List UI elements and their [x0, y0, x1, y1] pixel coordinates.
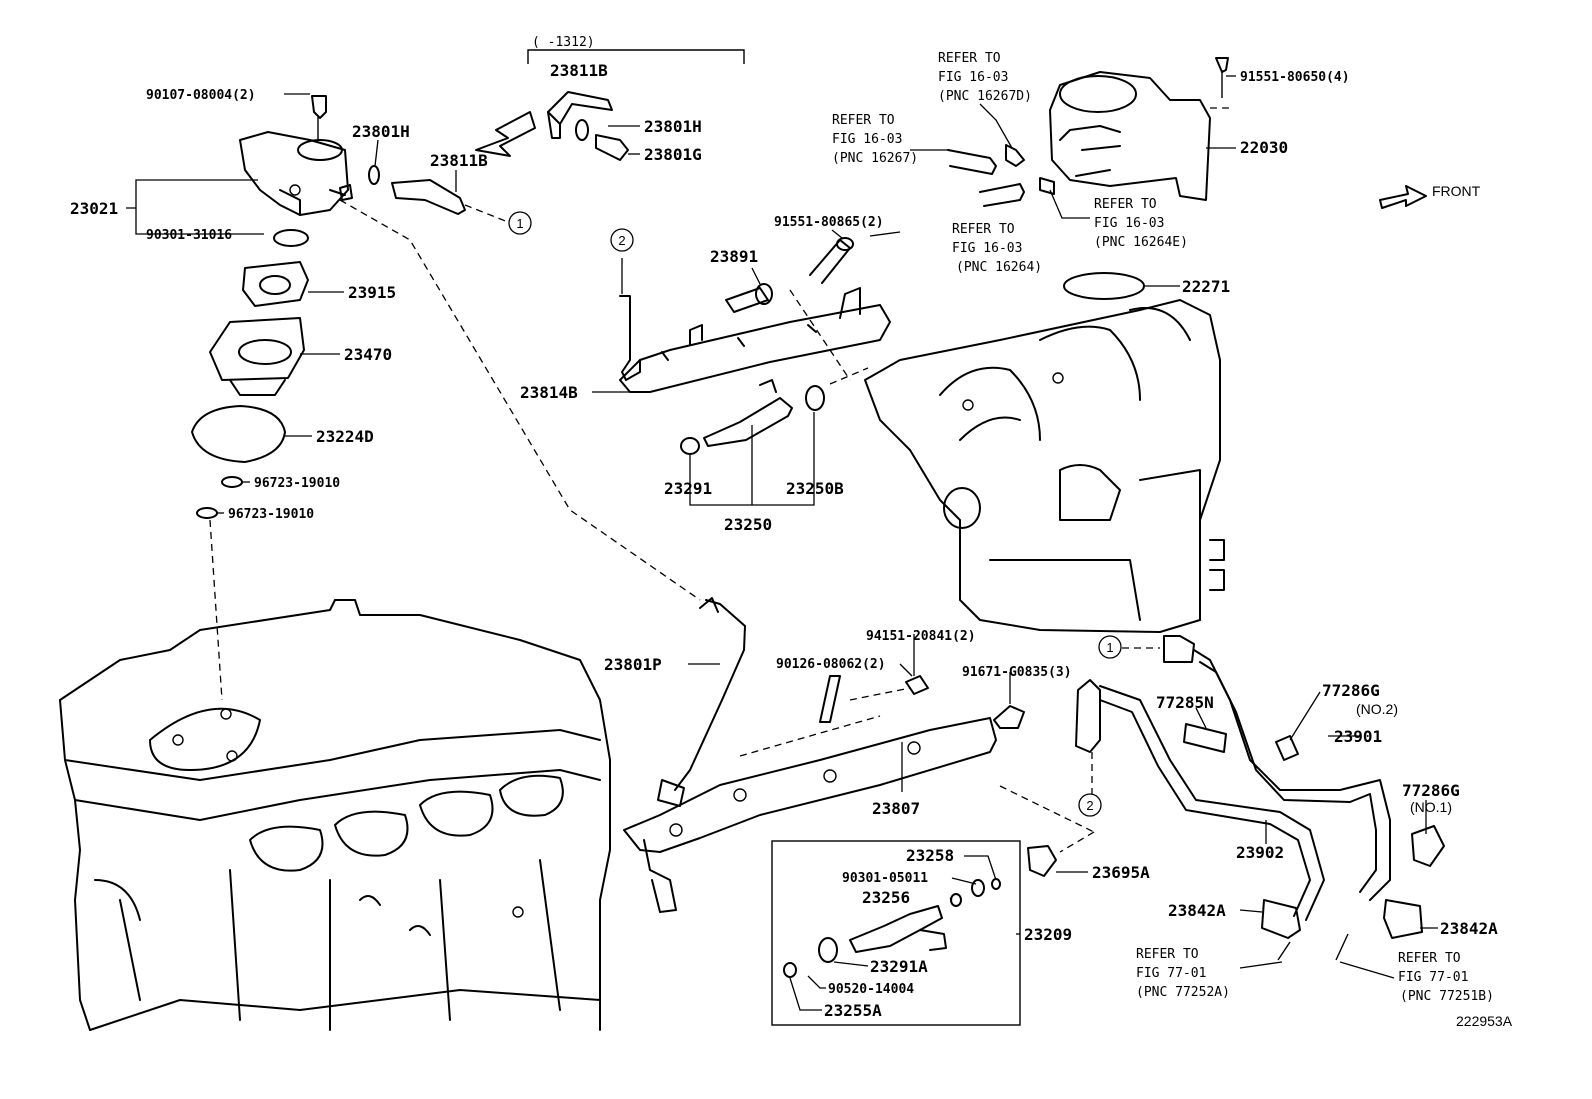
part-label-23814b: 23814B	[520, 383, 578, 402]
svg-text:REFER TO: REFER TO	[1398, 951, 1461, 966]
part-label-90126-08062: 90126-08062(2)	[776, 657, 886, 672]
callout-1-number: 1	[516, 216, 523, 231]
callout-1b-number: 1	[1106, 640, 1113, 655]
part-label-22271: 22271	[1182, 277, 1230, 296]
part-label-23021: 23021	[70, 199, 118, 218]
part-label-23209: 23209	[1024, 925, 1072, 944]
pump-assembly-drawing	[191, 95, 353, 519]
svg-text:(PNC 77252A): (PNC 77252A)	[1136, 985, 1230, 1000]
part-label-77286g-no2-sub: (NO.2)	[1356, 701, 1398, 717]
front-arrow-icon	[1379, 185, 1427, 209]
svg-text:REFER TO: REFER TO	[1094, 197, 1157, 212]
svg-text:FIG 16-03: FIG 16-03	[952, 241, 1022, 256]
ref-16267d: REFER TO FIG 16-03 (PNC 16267D)	[938, 51, 1032, 104]
fuel-hoses-drawing	[1027, 635, 1445, 961]
date-range-label: ( -1312)	[532, 35, 595, 50]
part-label-91551-80650: 91551-80650(4)	[1240, 70, 1350, 85]
engine-block-drawing	[59, 599, 611, 1031]
callout-2b-marker	[1078, 793, 1102, 817]
part-label-23250b: 23250B	[786, 479, 844, 498]
ref-16264: REFER TO FIG 16-03 (PNC 16264)	[952, 222, 1042, 275]
svg-text:REFER TO: REFER TO	[832, 113, 895, 128]
svg-text:REFER TO: REFER TO	[938, 51, 1001, 66]
ref-16267: REFER TO FIG 16-03 (PNC 16267)	[832, 113, 918, 166]
injector-kit-box	[771, 840, 1021, 1026]
ref-16264e: REFER TO FIG 16-03 (PNC 16264E)	[1094, 197, 1188, 250]
callout-2-number: 2	[618, 233, 625, 248]
svg-text:(PNC 16264E): (PNC 16264E)	[1094, 235, 1188, 250]
part-label-23901: 23901	[1334, 727, 1382, 746]
part-label-23842a-right: 23842A	[1440, 919, 1498, 938]
part-label-91551-80865: 91551-80865(2)	[774, 215, 884, 230]
hose-group-drawing	[368, 91, 629, 223]
part-label-23255a: 23255A	[824, 1001, 882, 1020]
svg-text:(PNC 16264): (PNC 16264)	[956, 260, 1042, 275]
part-label-77286g-no1-sub: (NO.1)	[1410, 799, 1452, 815]
part-label-23801p: 23801P	[604, 655, 662, 674]
part-label-23801g: 23801G	[644, 145, 702, 164]
part-label-23915: 23915	[348, 283, 396, 302]
front-label: FRONT	[1432, 183, 1481, 199]
part-label-77285n: 77285N	[1156, 693, 1214, 712]
part-label-91671-g0835: 91671-G0835(3)	[962, 665, 1072, 680]
leader-lines	[126, 75, 1438, 1011]
callout-2-marker	[610, 228, 634, 252]
diagram-id: 222953A	[1456, 1013, 1513, 1029]
part-label-23842a-left: 23842A	[1168, 901, 1226, 920]
svg-text:FIG 16-03: FIG 16-03	[1094, 216, 1164, 231]
intake-manifold-drawing	[864, 299, 1225, 633]
callout-1b-marker	[1098, 635, 1122, 659]
part-label-77286g-no2: 77286G	[1322, 681, 1380, 700]
svg-text:FIG 16-03: FIG 16-03	[938, 70, 1008, 85]
part-label-23801h-left: 23801H	[352, 122, 410, 141]
svg-text:(PNC 16267): (PNC 16267)	[832, 151, 918, 166]
injector-kit-drawing	[783, 878, 1001, 978]
part-label-23902: 23902	[1236, 843, 1284, 862]
part-label-23811b-top: 23811B	[550, 61, 608, 80]
part-label-23801h-right: 23801H	[644, 117, 702, 136]
part-label-90301-31016: 90301-31016	[146, 228, 232, 243]
svg-text:(PNC 77251B): (PNC 77251B)	[1400, 989, 1494, 1004]
part-label-77286g-no1: 77286G	[1402, 781, 1460, 800]
part-label-96723-19010-b: 96723-19010	[228, 507, 314, 522]
part-label-23291: 23291	[664, 479, 712, 498]
injector-rail-drawing	[619, 237, 891, 455]
part-label-22030: 22030	[1240, 138, 1288, 157]
svg-text:REFER TO: REFER TO	[952, 222, 1015, 237]
part-label-90107-08004: 90107-08004(2)	[146, 88, 256, 103]
part-label-23811b: 23811B	[430, 151, 488, 170]
part-label-23256: 23256	[862, 888, 910, 907]
part-label-94151-20841: 94151-20841(2)	[866, 629, 976, 644]
svg-text:REFER TO: REFER TO	[1136, 947, 1199, 962]
part-label-23807: 23807	[872, 799, 920, 818]
callout-2b-number: 2	[1086, 798, 1093, 813]
part-label-23224d: 23224D	[316, 427, 374, 446]
ref-77252a: REFER TO FIG 77-01 (PNC 77252A)	[1136, 947, 1230, 1000]
delivery-pipe-drawing	[623, 597, 1095, 913]
svg-text:FIG 77-01: FIG 77-01	[1398, 970, 1468, 985]
svg-text:(PNC 16267D): (PNC 16267D)	[938, 89, 1032, 104]
part-label-23250: 23250	[724, 515, 772, 534]
svg-text:FIG 77-01: FIG 77-01	[1136, 966, 1206, 981]
svg-text:FIG 16-03: FIG 16-03	[832, 132, 902, 147]
part-label-23291a: 23291A	[870, 957, 928, 976]
part-label-96723-19010-a: 96723-19010	[254, 476, 340, 491]
callout-1-marker	[508, 211, 532, 235]
part-label-23891: 23891	[710, 247, 758, 266]
ref-77251b: REFER TO FIG 77-01 (PNC 77251B)	[1398, 951, 1494, 1004]
part-label-90520-14004: 90520-14004	[828, 982, 914, 997]
part-label-23258: 23258	[906, 846, 954, 865]
part-label-23695a: 23695A	[1092, 863, 1150, 882]
part-label-90301-05011: 90301-05011	[842, 871, 928, 886]
part-label-23470: 23470	[344, 345, 392, 364]
